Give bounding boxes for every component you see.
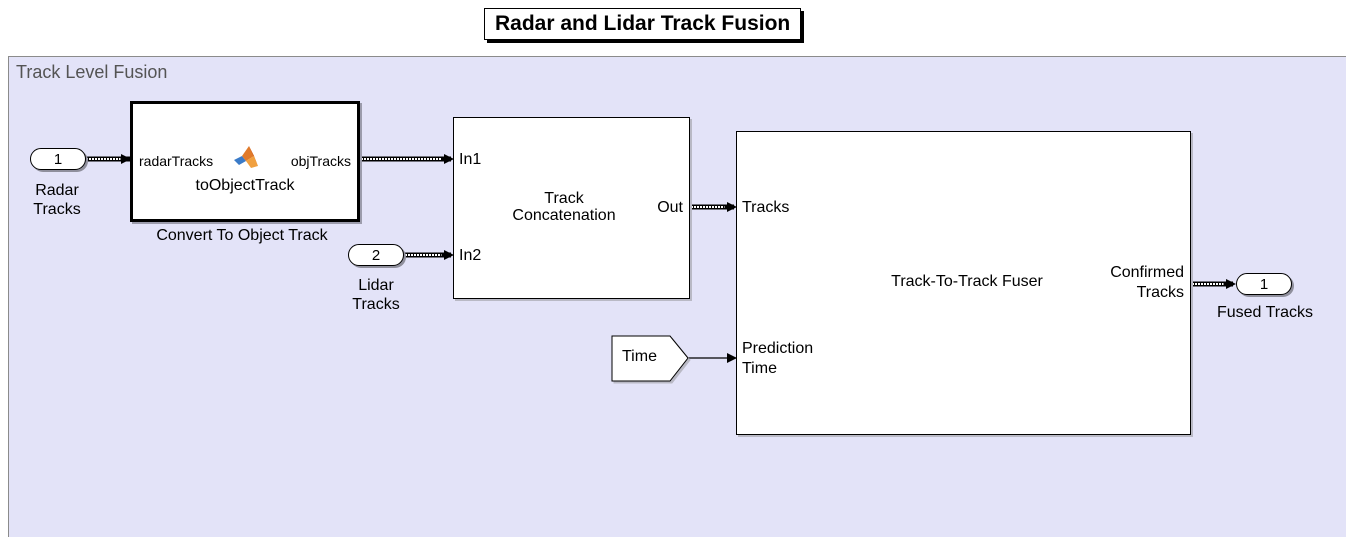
fuser-tracks-port-label: Tracks bbox=[742, 199, 790, 216]
convert-input-port-label: radarTracks bbox=[139, 153, 214, 169]
track-to-track-fuser-block[interactable]: Tracks Prediction Time Track-To-Track Fu… bbox=[736, 131, 1191, 435]
inport-lidar-number: 2 bbox=[371, 246, 381, 264]
time-block-label[interactable]: Time bbox=[622, 348, 657, 365]
area-label: Track Level Fusion bbox=[16, 62, 168, 82]
inport-radar-label: Radar Tracks bbox=[33, 182, 81, 218]
fuser-time-port-label: Prediction Time bbox=[742, 340, 814, 377]
inport-radar[interactable]: 1 bbox=[30, 148, 86, 170]
concat-in1-label: In1 bbox=[459, 151, 482, 168]
inport-radar-number: 1 bbox=[53, 150, 63, 168]
outport-fused-label: Fused Tracks bbox=[1216, 304, 1314, 321]
fuser-output-port-label: Confirmed Tracks bbox=[1110, 264, 1184, 301]
track-concatenation-block[interactable]: In1 In2 Track Concatenation Out bbox=[453, 117, 690, 299]
concat-out-label: Out bbox=[657, 199, 683, 216]
diagram-title-text: Radar and Lidar Track Fusion bbox=[495, 12, 791, 35]
outport-fused-number: 1 bbox=[1259, 275, 1269, 293]
inport-lidar-label: Lidar Tracks bbox=[352, 277, 400, 313]
convert-output-port-label: objTracks bbox=[290, 153, 351, 169]
concat-block-name: Track Concatenation bbox=[512, 190, 616, 224]
fuser-block-name: Track-To-Track Fuser bbox=[891, 273, 1043, 290]
matlab-logo-icon bbox=[232, 144, 260, 170]
diagram-title: Radar and Lidar Track Fusion bbox=[484, 8, 802, 40]
convert-function-name: toObjectTrack bbox=[195, 177, 295, 194]
concat-in2-label: In2 bbox=[459, 247, 482, 264]
inport-lidar[interactable]: 2 bbox=[348, 244, 404, 266]
convert-to-object-track-block[interactable]: radarTracks objTracks toObjectTrack bbox=[130, 101, 360, 222]
outport-fused[interactable]: 1 bbox=[1236, 273, 1292, 295]
convert-block-caption: Convert To Object Track bbox=[156, 227, 328, 244]
